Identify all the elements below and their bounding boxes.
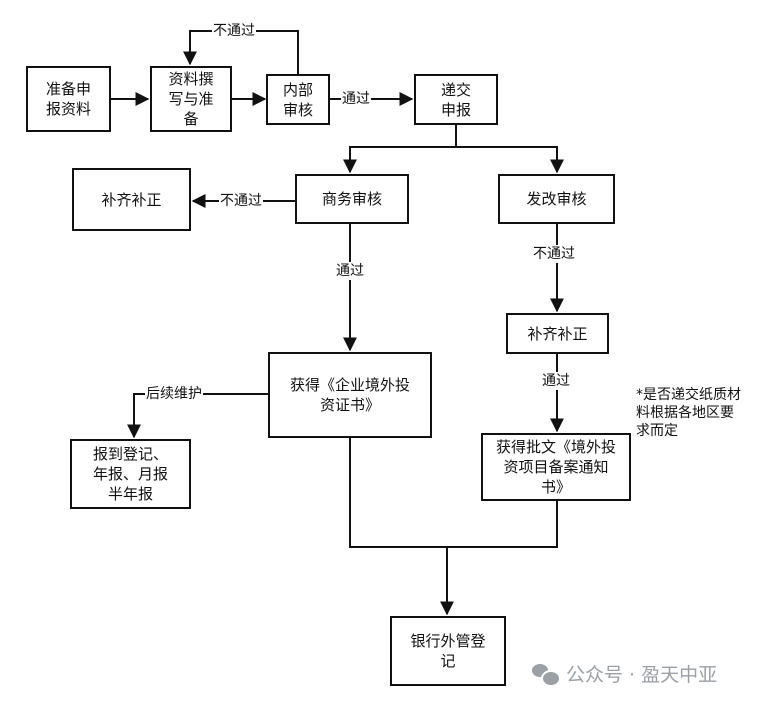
node-investment-certificate: 获得《企业境外投 资证书》 <box>268 352 432 438</box>
node-post-reports: 报到登记、 年报、月报 半年报 <box>70 439 191 509</box>
node-submit-application: 递交 申报 <box>414 74 498 125</box>
node-prepare-materials: 准备申 报资料 <box>26 66 111 132</box>
node-ndrc-review: 发改审核 <box>498 174 615 224</box>
node-mofcom-review: 商务审核 <box>295 174 409 224</box>
line-approval-merge <box>447 501 558 548</box>
node-internal-review: 内部 审核 <box>266 74 330 125</box>
label-fail-internal: 不通过 <box>212 22 256 40</box>
label-fail-mofcom: 不通过 <box>219 192 263 210</box>
watermark: 公众号 · 盈天中亚 <box>532 661 718 687</box>
arrow-followup <box>127 393 268 439</box>
wechat-icon <box>532 662 561 687</box>
arrow-submit-mofcom <box>343 124 457 174</box>
note-paper-materials: *是否递交纸质材 料根据各地区要 求而定 <box>636 387 741 439</box>
node-approval-notice: 获得批文《境外投 资项目备案通知 书》 <box>481 433 631 501</box>
node-bank-registration: 银行外管登 记 <box>390 616 506 686</box>
arrow-submit-ndrc <box>456 146 564 174</box>
line-certificate-merge <box>349 437 447 548</box>
label-fail-ndrc: 不通过 <box>532 245 576 263</box>
node-supplement-left: 补齐补正 <box>72 168 191 231</box>
label-pass-supplement: 通过 <box>541 372 571 390</box>
watermark-text: 公众号 · 盈天中亚 <box>566 663 718 686</box>
label-followup-maintenance: 后续维护 <box>145 385 203 403</box>
label-pass-mofcom: 通过 <box>335 262 365 280</box>
node-draft-materials: 资料撰 写与准 备 <box>150 66 232 132</box>
label-pass-internal: 通过 <box>341 90 371 108</box>
node-supplement-right: 补齐补正 <box>506 313 609 354</box>
